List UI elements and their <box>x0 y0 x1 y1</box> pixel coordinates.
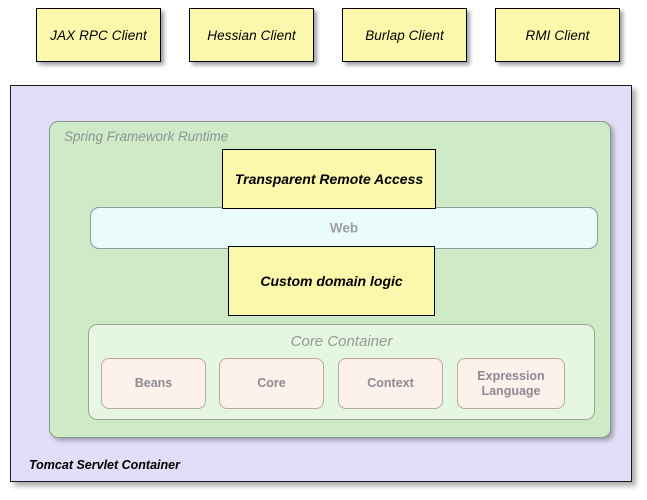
tomcat-servlet-container-label: Tomcat Servlet Container <box>29 458 180 472</box>
core-container-label: Core Container <box>290 333 393 350</box>
client-box-label: RMI Client <box>525 27 590 43</box>
client-box-jax-rpc[interactable]: JAX RPC Client <box>36 8 161 62</box>
client-box-hessian[interactable]: Hessian Client <box>189 8 314 62</box>
web-band-label: Web <box>329 220 359 236</box>
core-module-label: Core <box>257 376 286 390</box>
core-module-label: Beans <box>134 376 173 390</box>
feature-box-label: Custom domain logic <box>260 273 403 289</box>
client-box-label: JAX RPC Client <box>50 27 147 43</box>
client-box-label: Burlap Client <box>365 27 444 43</box>
core-module-beans[interactable]: Beans <box>101 358 206 409</box>
core-module-context[interactable]: Context <box>338 358 443 409</box>
core-module-label: Context <box>367 376 414 390</box>
feature-box-label: Transparent Remote Access <box>234 171 424 187</box>
core-container: Core Container Beans Core Context Expres… <box>88 324 595 420</box>
spring-framework-runtime-label: Spring Framework Runtime <box>64 129 229 144</box>
feature-box-transparent-remote-access[interactable]: Transparent Remote Access <box>222 149 436 209</box>
feature-box-custom-domain-logic[interactable]: Custom domain logic <box>228 246 435 316</box>
core-module-expression-language[interactable]: Expression Language <box>457 358 565 409</box>
client-box-rmi[interactable]: RMI Client <box>495 8 620 62</box>
client-box-burlap[interactable]: Burlap Client <box>342 8 467 62</box>
client-box-label: Hessian Client <box>207 27 296 43</box>
tomcat-servlet-container: Tomcat Servlet Container Spring Framewor… <box>10 85 632 482</box>
web-band: Web <box>90 207 598 249</box>
core-module-core[interactable]: Core <box>219 358 324 409</box>
core-module-label: Expression Language <box>477 368 545 398</box>
